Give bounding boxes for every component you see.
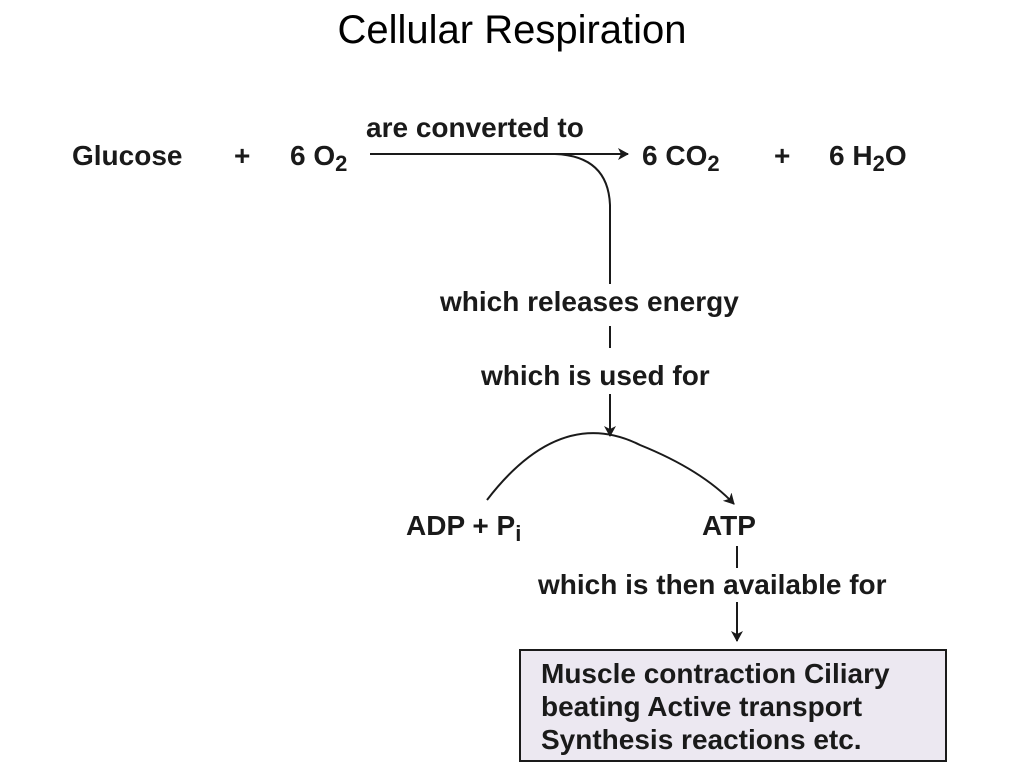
cellular-uses-box: Muscle contraction Ciliary beating Activ… <box>519 649 947 762</box>
atp-label: ATP <box>702 510 756 541</box>
arrow-label: are converted to <box>366 112 584 143</box>
energy-branch-curve <box>554 153 611 284</box>
carbon-dioxide-label: 6 CO2 <box>642 140 720 176</box>
available-for-label: which is then available for <box>538 569 887 600</box>
uses-line: Synthesis reactions etc. <box>541 724 862 755</box>
used-for-label: which is used for <box>481 360 710 391</box>
oxygen-label: 6 O2 <box>290 140 348 176</box>
plus-sign: + <box>234 140 251 171</box>
water-label: 6 H2O <box>829 140 907 176</box>
slide-title: Cellular Respiration <box>337 8 687 52</box>
uses-line: Muscle contraction Ciliary <box>541 658 890 689</box>
glucose-label: Glucose <box>72 140 183 171</box>
uses-line: beating Active transport <box>541 691 863 722</box>
adp-to-atp-arc <box>486 432 735 505</box>
plus-sign: + <box>774 140 791 171</box>
releases-energy-label: which releases energy <box>440 286 739 317</box>
adp-pi-label: ADP + Pi <box>406 510 522 546</box>
